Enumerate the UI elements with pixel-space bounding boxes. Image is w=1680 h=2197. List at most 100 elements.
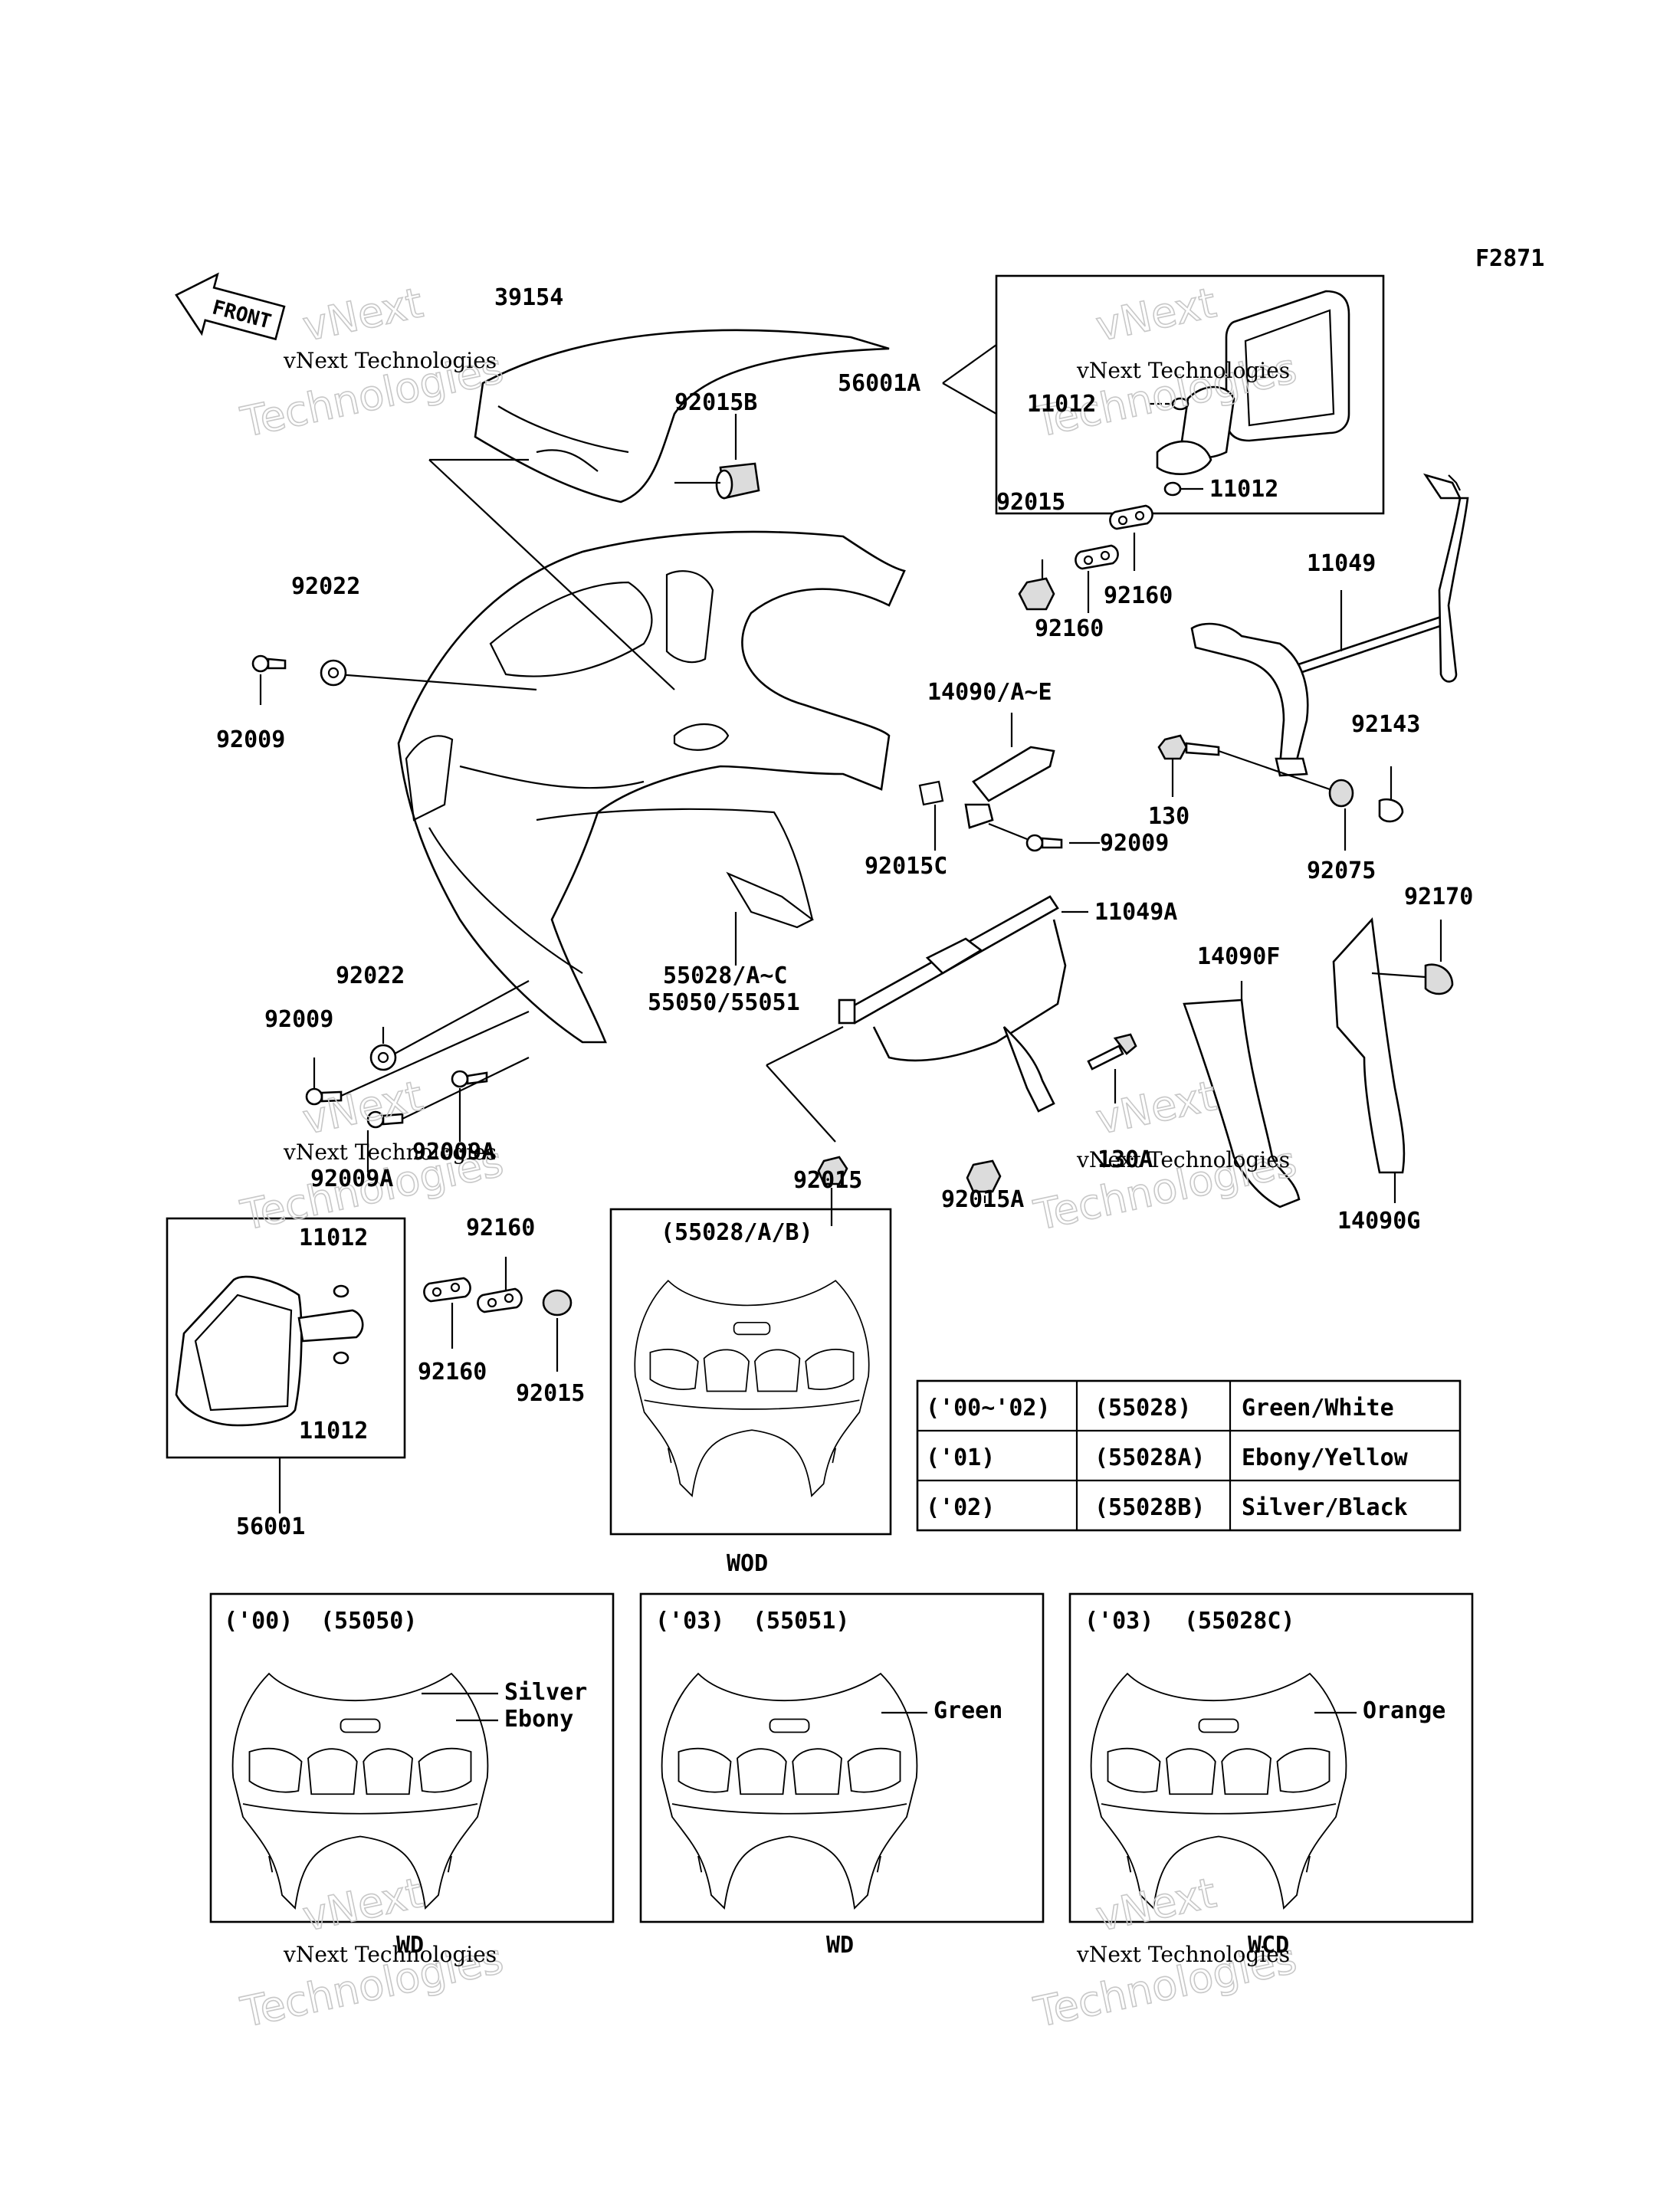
callout-92015B: 92015B — [674, 389, 757, 416]
callout-92022-a: 92022 — [291, 573, 360, 600]
stay-11049A — [838, 895, 1067, 1113]
mirror-56001A — [1156, 290, 1350, 497]
table-part-3: (55028B) — [1094, 1494, 1206, 1521]
callout-92015-a: 92015 — [996, 489, 1065, 516]
callout-56001A: 56001A — [838, 370, 920, 397]
table-color-2: Ebony/Yellow — [1242, 1444, 1409, 1471]
svg-text:vNext Technologies: vNext Technologies — [283, 1942, 497, 1967]
svg-text:vNext Technologies: vNext Technologies — [1076, 358, 1290, 383]
v03a-part: (55051) — [753, 1608, 849, 1635]
wod-header: (55028/A/B) — [661, 1219, 813, 1246]
variant-box-00 — [209, 1592, 615, 1923]
mirror-box-56001A — [995, 274, 1385, 515]
callout-11012-b: 11012 — [1209, 476, 1278, 503]
windscreen — [474, 329, 890, 503]
callout-55028: 55028/A~C — [663, 962, 788, 989]
callout-130A: 130A — [1098, 1146, 1153, 1173]
mirror-56001 — [175, 1275, 364, 1427]
callout-92009A-b: 92009A — [310, 1166, 393, 1192]
callout-56001: 56001 — [236, 1513, 305, 1540]
table-year-2: ('01) — [926, 1444, 995, 1471]
svg-text:vNext Technologies: vNext Technologies — [283, 348, 497, 373]
callout-130: 130 — [1148, 803, 1189, 830]
bolt-130 — [1157, 734, 1220, 760]
table-part-1: (55028) — [1094, 1395, 1191, 1421]
variant-box-wod — [609, 1208, 892, 1536]
color-table — [916, 1379, 1462, 1532]
washer-92022 — [320, 659, 347, 687]
v03a-code: WD — [826, 1932, 854, 1959]
plate-92160 — [1075, 504, 1153, 570]
callout-92015C: 92015C — [865, 853, 947, 880]
callout-92015-c: 92015 — [516, 1380, 585, 1407]
v03b-year: ('03) — [1084, 1608, 1153, 1635]
svg-text:vNext: vNext — [299, 1868, 427, 1940]
callout-92075: 92075 — [1307, 857, 1376, 884]
v03a-year: ('03) — [655, 1608, 724, 1635]
svg-text:vNext Technologies: vNext Technologies — [283, 1139, 497, 1165]
svg-text:vNext: vNext — [299, 1071, 427, 1143]
plate-92160-lower — [423, 1277, 523, 1313]
variant-box-03a — [639, 1592, 1045, 1923]
svg-text:vNext Technologies: vNext Technologies — [1076, 1147, 1290, 1172]
cover-14090F — [1183, 998, 1301, 1208]
stay-11049 — [1190, 473, 1469, 777]
callout-14090G: 14090G — [1337, 1208, 1420, 1235]
screw-92009-b — [1025, 834, 1063, 852]
bracket-14090 — [918, 746, 1055, 829]
screw-92009 — [251, 654, 287, 673]
v00-year: ('00) — [224, 1608, 293, 1635]
svg-text:vNext: vNext — [1092, 1868, 1220, 1940]
svg-text:vNext: vNext — [299, 278, 427, 350]
screw-92009A — [366, 1070, 488, 1129]
v00-color1: Silver — [504, 1679, 587, 1706]
callout-92160-a: 92160 — [1104, 582, 1173, 609]
nut-92015 — [1018, 577, 1055, 611]
callout-11012-a: 11012 — [1027, 391, 1096, 418]
wod-code: WOD — [727, 1550, 768, 1577]
v03b-code: WCD — [1248, 1932, 1289, 1959]
table-year-1: ('00~'02) — [926, 1395, 1051, 1421]
clip-92170 — [1424, 963, 1454, 995]
screw-92009-c — [305, 1087, 343, 1106]
svg-text:vNext: vNext — [1092, 1071, 1220, 1143]
callout-11049: 11049 — [1307, 550, 1376, 577]
callout-55050: 55050/55051 — [648, 989, 800, 1016]
table-color-1: Green/White — [1242, 1395, 1394, 1421]
nut-92015-lower — [542, 1289, 573, 1317]
nut-92015A — [966, 1159, 1002, 1193]
variant-box-03b — [1068, 1592, 1474, 1923]
v03a-color1: Green — [934, 1697, 1002, 1724]
callout-92160-b: 92160 — [1035, 615, 1104, 642]
mirror-box-56001 — [166, 1217, 406, 1459]
callout-11012-d: 11012 — [299, 1418, 368, 1444]
callout-14090F: 14090F — [1197, 943, 1280, 970]
callout-14090AE: 14090/A~E — [927, 679, 1052, 706]
v00-color2: Ebony — [504, 1706, 573, 1733]
table-color-3: Silver/Black — [1242, 1494, 1408, 1521]
cover-14090G — [1332, 917, 1406, 1174]
callout-92160-c: 92160 — [466, 1215, 535, 1241]
callout-92160-d: 92160 — [418, 1359, 487, 1385]
v00-part: (55050) — [320, 1608, 417, 1635]
callout-11012-c: 11012 — [299, 1225, 368, 1251]
callout-92009A-a: 92009A — [412, 1139, 495, 1166]
v03b-color1: Orange — [1363, 1697, 1445, 1724]
nut-92015-b — [817, 1156, 848, 1185]
callout-92022-b: 92022 — [336, 962, 405, 989]
upper-cowl — [397, 530, 906, 1044]
callout-11049A: 11049A — [1094, 899, 1177, 926]
table-year-3: ('02) — [926, 1494, 995, 1521]
svg-text:vNext Technologies: vNext Technologies — [1076, 1942, 1290, 1967]
cap-92143 — [1378, 798, 1404, 823]
figure-code: F2871 — [1475, 245, 1544, 272]
grommet-92075 — [1328, 779, 1354, 808]
callout-92015A: 92015A — [941, 1186, 1024, 1213]
v03b-part: (55028C) — [1184, 1608, 1295, 1635]
callout-92015-b: 92015 — [793, 1167, 862, 1194]
callout-92009-a: 92009 — [216, 726, 285, 753]
svg-text:vNext: vNext — [1092, 278, 1220, 350]
callout-92143: 92143 — [1351, 711, 1420, 738]
table-part-2: (55028A) — [1094, 1444, 1206, 1471]
